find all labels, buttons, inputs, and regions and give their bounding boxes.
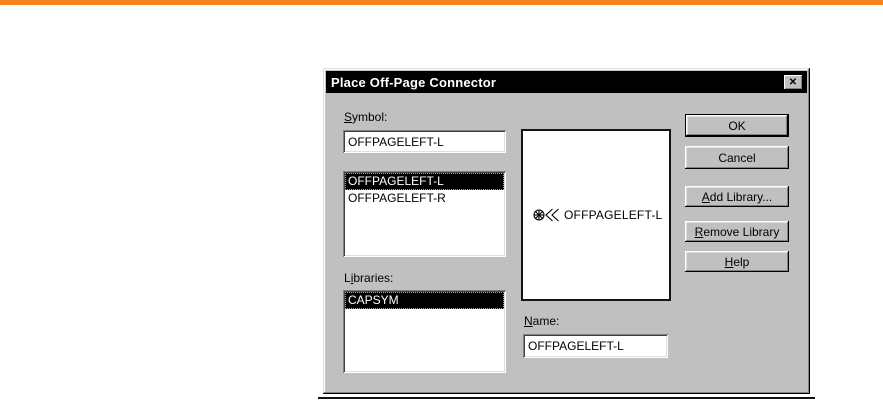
symbol-label: Symbol:: [344, 110, 388, 124]
close-icon: ✕: [788, 76, 798, 88]
symbol-preview-box: OFFPAGELEFT-L: [521, 129, 671, 301]
libraries-label: Libraries:: [344, 271, 394, 285]
symbol-listbox[interactable]: OFFPAGELEFT-L OFFPAGELEFT-R: [343, 171, 506, 257]
offpage-connector-icon: [533, 208, 559, 222]
top-accent-bar: [0, 0, 883, 5]
figure-bottom-line: [318, 397, 815, 399]
symbol-input[interactable]: [343, 130, 506, 153]
cancel-button[interactable]: Cancel: [685, 146, 789, 169]
symbol-list-item[interactable]: OFFPAGELEFT-R: [348, 191, 446, 205]
libraries-listbox[interactable]: CAPSYM: [343, 290, 506, 373]
name-label: Name:: [524, 314, 560, 328]
name-input[interactable]: [523, 334, 668, 358]
place-offpage-connector-dialog: Place Off-Page Connector ✕ Symbol: OFFPA…: [323, 68, 810, 394]
close-button[interactable]: ✕: [783, 74, 803, 90]
dialog-title: Place Off-Page Connector: [331, 74, 497, 90]
preview-symbol-name: OFFPAGELEFT-L: [564, 208, 663, 222]
dialog-titlebar[interactable]: Place Off-Page Connector ✕: [326, 71, 807, 93]
ok-button[interactable]: OK: [685, 114, 789, 137]
symbol-list-item[interactable]: OFFPAGELEFT-L: [345, 173, 504, 190]
library-list-item[interactable]: CAPSYM: [345, 292, 504, 309]
